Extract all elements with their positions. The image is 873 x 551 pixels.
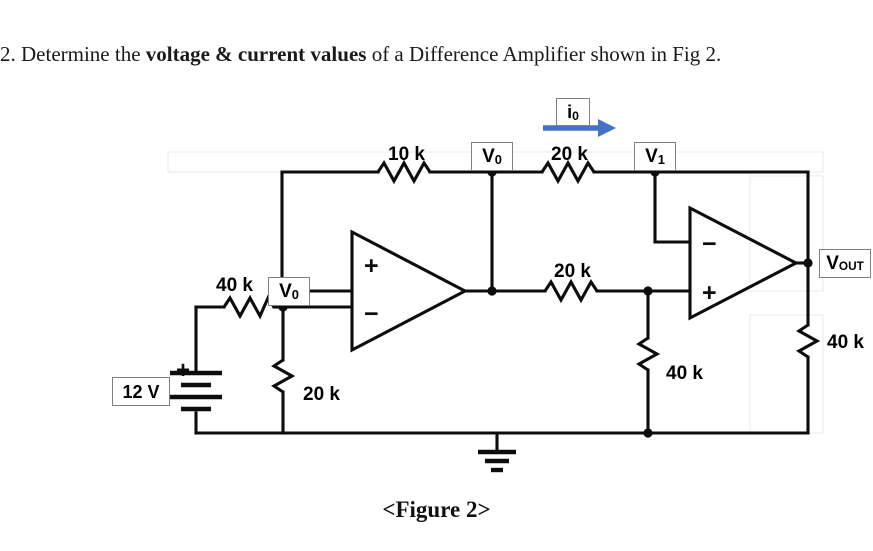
resistor-label-20k-top: 20 k [551,144,588,165]
v0-top-subscript: 0 [494,152,502,168]
question-text: 2. Determine the voltage & current value… [0,42,873,67]
resistor-40k-input-symbol [222,294,276,320]
opamp1-minus-sign: − [364,300,379,328]
v0-top-symbol: V [482,146,495,167]
v1-top-subscript: 1 [657,152,665,168]
v1-top-symbol: V [645,146,658,167]
resistor-label-40k-input: 40 k [216,275,253,296]
resistor-label-10k: 10 k [388,144,425,165]
wires [194,159,810,435]
v0-left-subscript: 0 [291,287,299,303]
resistor-label-40k-fb: 40 k [827,332,864,353]
question-prefix: 2. Determine the [0,42,146,66]
resistor-label-40k-nonin: 40 k [666,363,703,384]
opamp2-triangle [688,205,800,321]
opamp1-plus-sign: + [364,252,379,280]
figure-caption: <Figure 2> [382,497,491,522]
question-bold-phrase: voltage & current values [145,42,367,66]
opamp-terminal-signs: + − − + + [176,230,717,384]
battery-symbol [170,370,222,412]
opamp2-minus-sign: − [702,230,717,258]
junction-dots [278,167,813,438]
label-box-12v: 12 V [112,377,170,406]
ground-symbol [478,433,516,473]
resistor-20k-top-symbol [540,159,596,185]
vertical-resistors [271,323,821,394]
battery-plus-sign: + [176,357,190,384]
resistor-20k-shunt-symbol [271,358,296,394]
i0-symbol: i [567,102,573,122]
resistor-10k-symbol [376,159,432,185]
i0-subscript: 0 [572,108,579,123]
question-suffix: of a Difference Amplifier shown in Fig 2… [366,42,722,66]
resistor-40k-noninvert-symbol [636,336,661,372]
resistor-20k-middle-symbol [543,278,599,304]
opamp1-triangle [350,229,469,353]
resistor-label-20k-mid: 20 k [554,261,591,282]
current-arrow-i0 [543,119,616,137]
resistor-label-20k-shunt: 20 k [303,384,340,405]
opamp2-plus-sign: + [702,279,717,307]
vout-subscript: OUT [838,259,864,273]
vout-symbol: V [826,253,839,274]
v0-left-symbol: V [279,281,292,302]
resistor-40k-feedback-symbol [796,323,821,359]
